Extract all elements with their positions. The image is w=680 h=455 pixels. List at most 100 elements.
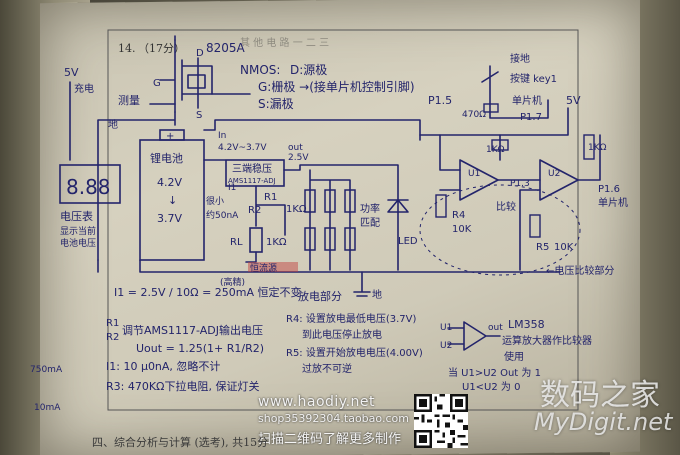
rl-value: 1KΩ <box>266 237 287 248</box>
faint-header: 其 他 电 路 一 二 三 <box>240 36 329 49</box>
ground-symbol <box>353 271 371 297</box>
formula-r4b: 到此电压停止放电 <box>302 328 382 341</box>
reg-out-label: out <box>288 143 303 153</box>
discharge-label: 放电部分 <box>298 289 342 303</box>
r47-resistor <box>483 103 499 113</box>
battery-terminal <box>159 129 185 141</box>
site-url[interactable]: www.haodiy.net <box>258 394 376 410</box>
load-resistor-bank <box>304 169 356 271</box>
lm358-cond1: 当 U1>U2 Out 为 1 <box>448 366 541 379</box>
key-label: 按键 key1 <box>510 72 557 85</box>
exam-footer: 四、综合分析与计算 (选考), 共15分 <box>92 436 269 449</box>
voltmeter-note2: 电池电压 <box>60 237 96 249</box>
lm358-cond2: U1<U2 为 0 <box>462 381 520 393</box>
qr-code-icon[interactable] <box>414 394 468 448</box>
reg-in-v: 4.2V~3.7V <box>218 143 267 153</box>
nmos-s: S:漏极 <box>258 97 294 111</box>
mosfet-label: 8205A <box>206 41 246 55</box>
led-area-label1: 功率 <box>360 202 380 215</box>
u1-label: U1 <box>468 169 480 179</box>
margin-b: 10mA <box>34 403 61 413</box>
battery-v2: 3.7V <box>157 212 182 225</box>
led-symbol <box>387 199 409 213</box>
constant-label: 恒流源 <box>250 262 277 274</box>
rl-resistor <box>249 227 263 253</box>
formula-r4: R4: 设置放电最低电压(3.7V) <box>286 312 417 325</box>
battery-arrow: ↓ <box>168 194 177 207</box>
opamp-u1 <box>459 159 499 201</box>
site-scan-note: 扫描二维码了解更多制作 <box>258 432 402 447</box>
voltmeter-box <box>59 164 121 204</box>
page-border <box>107 29 579 411</box>
r5-value: 10K <box>554 242 574 253</box>
battery-ground: 地 <box>108 118 118 131</box>
i1-note: 很小 <box>206 195 224 207</box>
i1-label: I1 <box>228 183 236 193</box>
v5-label: 5V <box>64 66 79 79</box>
formula-i1b: I1: 10 μ0nA, 忽略不计 <box>106 359 220 373</box>
compare-range: ←电压比较部分 <box>546 264 614 277</box>
formula-r5: R5: 设置开始放电电压(4.00V) <box>286 346 423 359</box>
r1-label: R1 <box>264 192 277 203</box>
reg-in-label: In <box>218 131 226 141</box>
margin-a: 750mA <box>30 365 63 375</box>
v5-note: 充电 <box>74 82 94 95</box>
u2-label: U2 <box>548 169 560 179</box>
led-label: LED <box>398 236 418 247</box>
formula-i1: I1 = 2.5V / 10Ω = 250mA 恒定不变 <box>114 285 302 299</box>
reg-out-v: 2.5V <box>288 153 309 163</box>
formula-r1r2: 调节AMS1117-ADJ输出电压 <box>122 323 263 337</box>
lm358-u2: U2 <box>440 341 452 351</box>
r4-value: 10K <box>452 224 472 235</box>
r-right-resistor <box>583 134 595 160</box>
formula-i1-note: (高精) <box>220 276 245 288</box>
r5-resistor <box>529 214 541 238</box>
reg-title: 三端稳压 <box>232 162 272 175</box>
r1k-label: 1KΩ <box>286 204 307 215</box>
opamp-mcu: 单片机 <box>598 196 628 209</box>
nmos-gpin: P1.5 <box>428 94 452 107</box>
watermark-en: MyDigit.net <box>534 408 673 436</box>
led-area-label2: 匹配 <box>360 217 380 229</box>
lm358-use: 使用 <box>504 350 524 363</box>
lm358-label: LM358 <box>508 318 545 331</box>
key-ground: 接地 <box>510 52 530 65</box>
r47-label: 470Ω <box>462 110 486 120</box>
r2-label: R2 <box>248 205 261 216</box>
formula-r5b: 过放不可逆 <box>302 362 352 375</box>
i1-value: 约50nA <box>206 209 239 221</box>
rl-label: RL <box>230 237 243 248</box>
mosfet-pin-d: D <box>196 48 204 59</box>
lm358-u1: U1 <box>440 323 452 333</box>
lm358-note: 运算放大器作比较器 <box>502 334 592 347</box>
key-5v: 5V <box>566 94 581 107</box>
lm358-symbol <box>447 321 501 351</box>
r1k-right: 1KΩ <box>588 143 607 153</box>
key-mcu: 单片机 <box>512 94 542 107</box>
formula-uout: Uout = 1.25(1+ R1/R2) <box>136 342 264 355</box>
formula-r2-sym: R2 <box>106 332 119 343</box>
formula-r3: R3: 470KΩ下拉电阻, 保证灯关 <box>106 379 259 393</box>
mosfet-pin-g: G <box>153 78 161 89</box>
voltmeter-display: 8.88 <box>66 175 111 199</box>
compare-section-outline <box>419 184 581 276</box>
question-number: 14. <box>118 42 136 55</box>
battery-name: 锂电池 <box>150 151 183 165</box>
r4-label: R4 <box>452 210 465 221</box>
r1k-top: 1KΩ <box>486 145 505 155</box>
battery-v1: 4.2V <box>157 176 182 189</box>
u1-role: 比较 <box>496 200 516 213</box>
reg-part: AMS1117-ADJ <box>228 177 276 185</box>
r-top-resistor <box>491 139 509 151</box>
watermark-cn: 数码之家 <box>540 378 660 413</box>
site-shop[interactable]: shop35392304.taobao.com <box>258 412 409 425</box>
nmos-title: NMOS: <box>240 63 280 77</box>
p16-label: P1.6 <box>598 184 620 195</box>
constant-stamp <box>248 262 298 272</box>
voltmeter-label: 电压表 <box>60 209 93 223</box>
nmos-g: G:栅极 →(接单片机控制引脚) <box>258 79 415 94</box>
lm358-out: out <box>488 323 503 333</box>
opamp-u2 <box>539 159 579 201</box>
formula-r1-sym: R1 <box>106 318 119 329</box>
